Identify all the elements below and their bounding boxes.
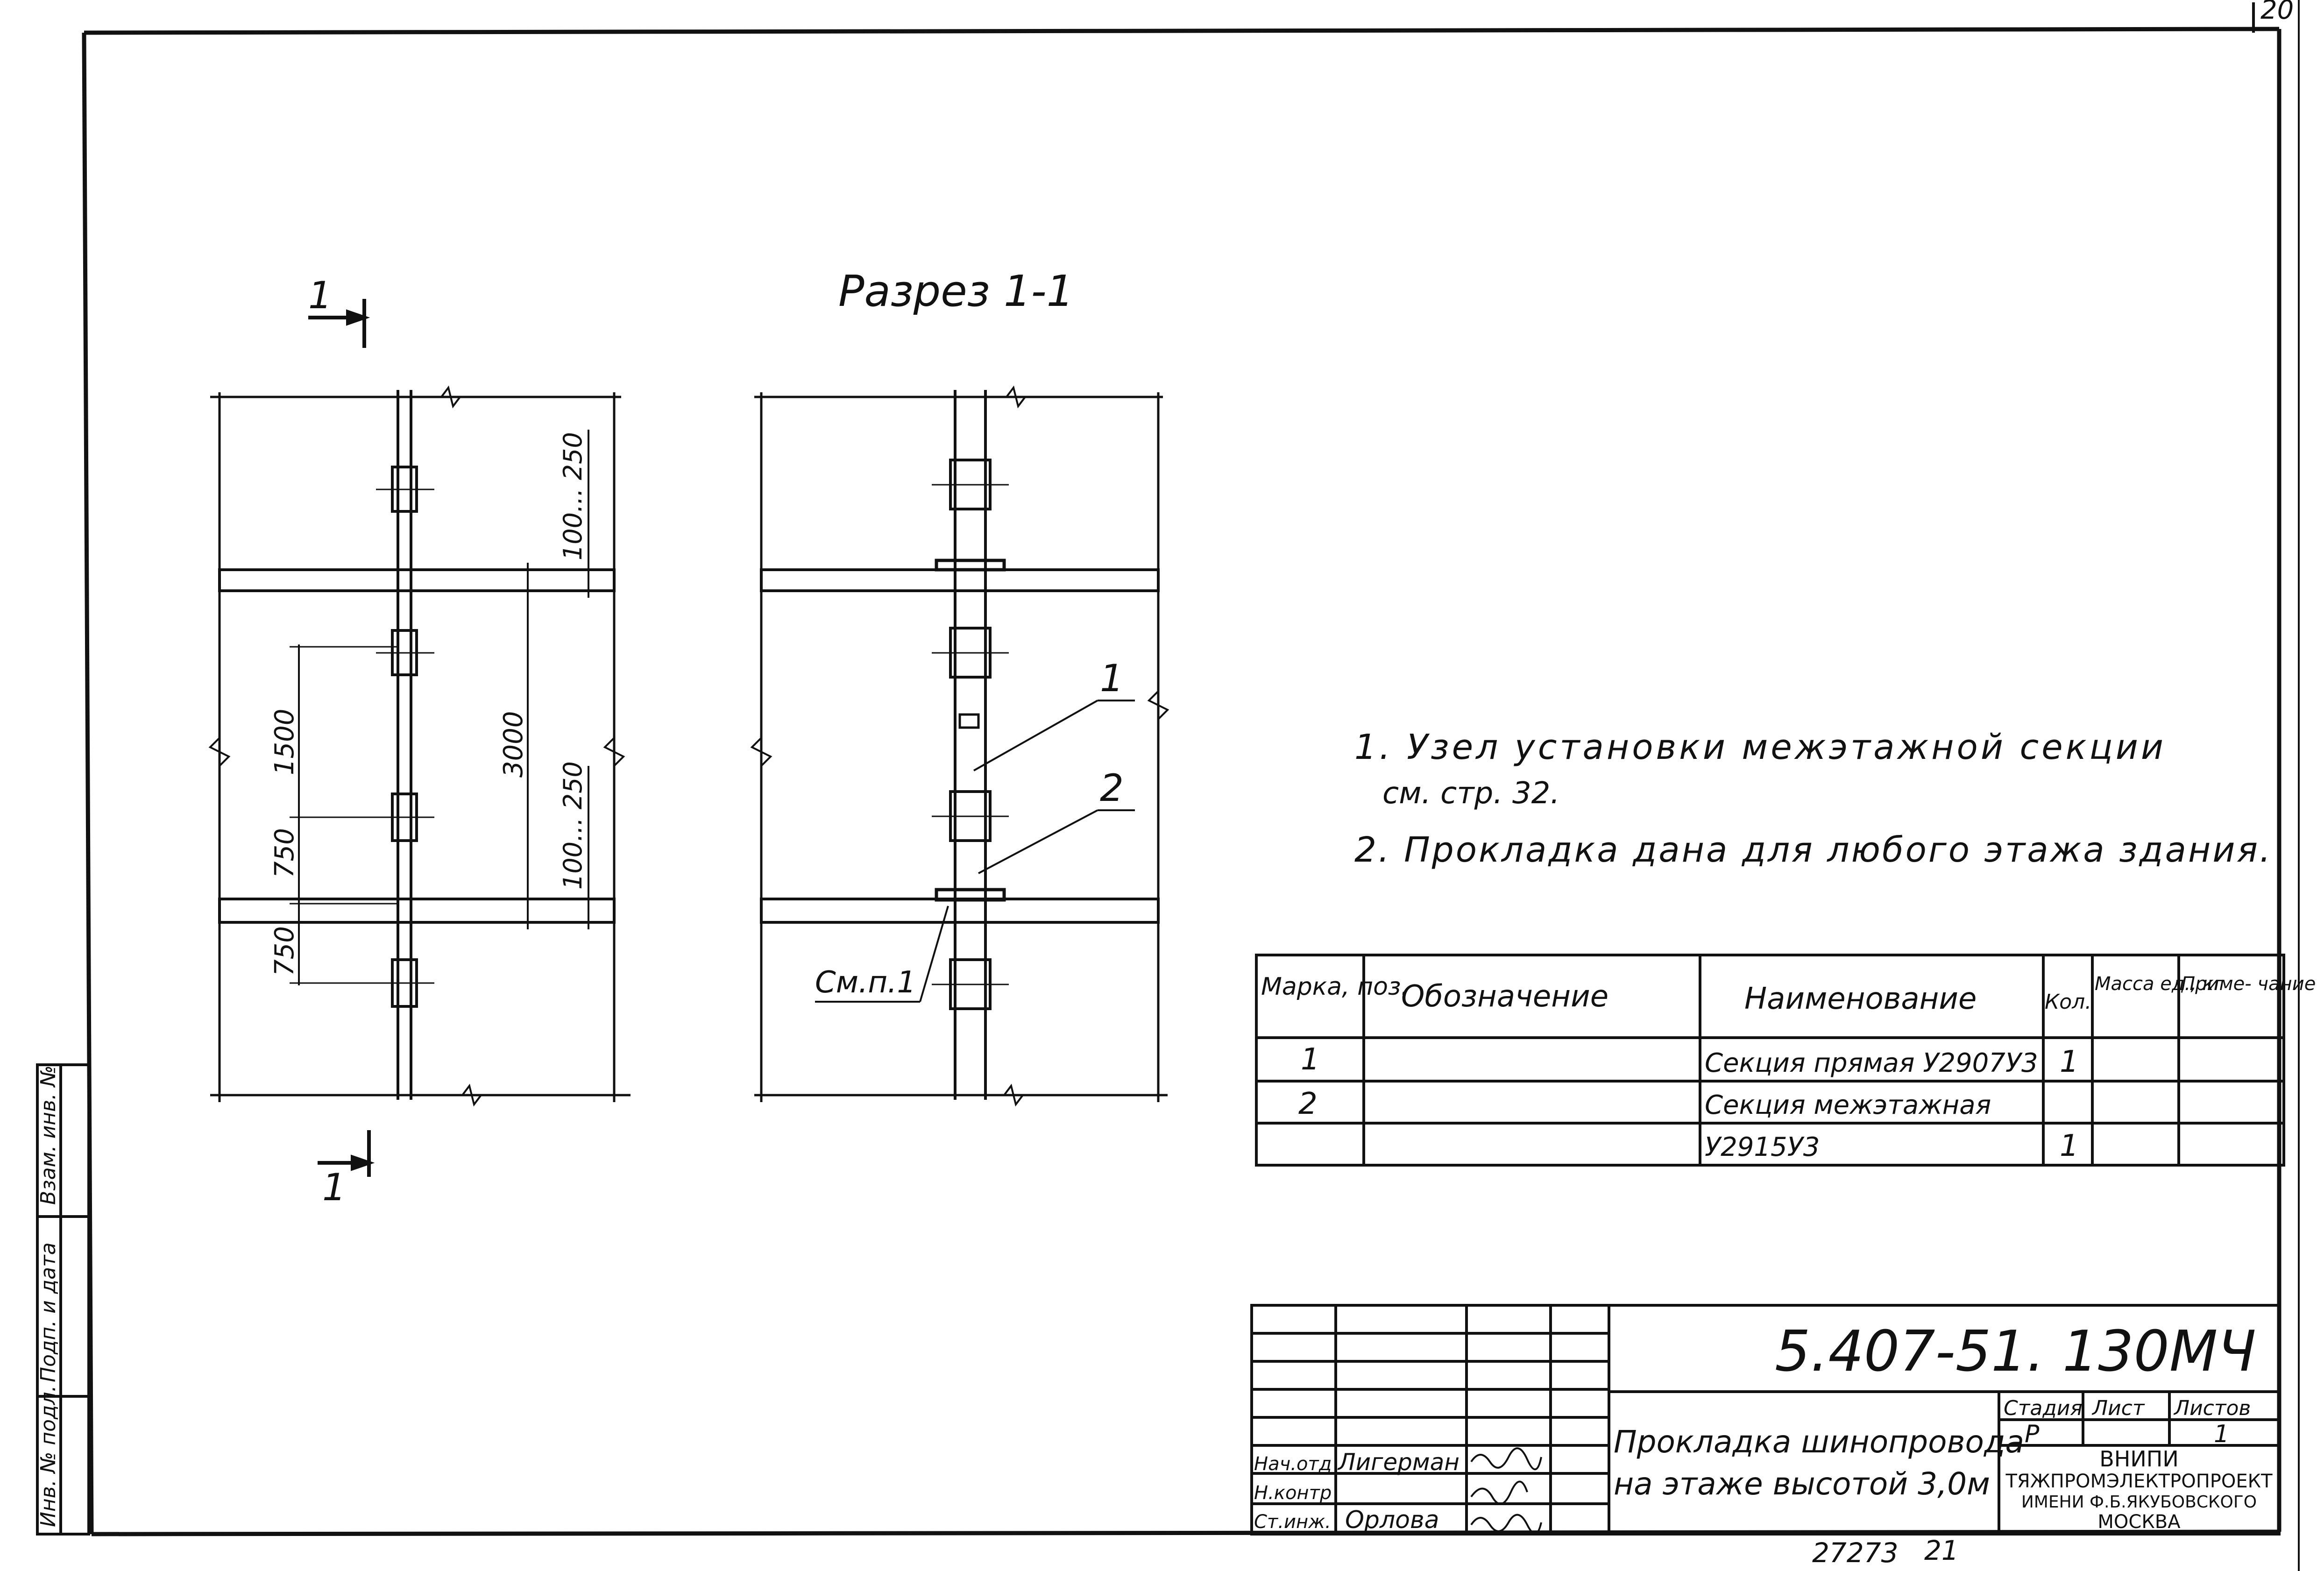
title-block	[1250, 1304, 2281, 1536]
callout-1: 1	[1100, 657, 1124, 700]
section-title: Разрез 1-1	[838, 266, 1074, 316]
sheet-frame	[82, 0, 2300, 1571]
ref-label: См.п.1	[815, 965, 916, 1000]
dim-3000: 3000	[498, 711, 529, 778]
section-marker-top-label: 1	[308, 274, 332, 317]
title-line-1: Прокладка шинопровода	[1614, 1424, 2024, 1460]
row-2-mark: 2	[1298, 1087, 1318, 1121]
stage-label: Стадия	[2004, 1396, 2083, 1420]
row-1-mark: 1	[1301, 1042, 1320, 1077]
signer-name-3: Орлова	[1345, 1506, 1439, 1534]
note-line-3: 2. Прокладка дана для любого этажа здани…	[1354, 830, 2273, 870]
side-stamp-sign: Подп. и дата	[36, 1242, 60, 1382]
dim-1500: 1500	[269, 708, 300, 775]
th-mark: Марка, поз.	[1261, 973, 1409, 1001]
footer-code: 27273	[1812, 1537, 1899, 1569]
th-note: Приме- чание	[2181, 973, 2316, 995]
dim-100-250-bottom: 100... 250	[558, 761, 588, 890]
corner-number: 20	[2260, 0, 2294, 25]
side-stamp	[36, 1063, 90, 1536]
doc-code: 5.407-51. 130МЧ	[1775, 1319, 2256, 1384]
th-mass: Масса ед., кг	[2095, 973, 2224, 995]
note-line-1: 1. Узел установки межэтажной секции	[1354, 727, 2166, 767]
footer-number: 21	[1924, 1535, 1959, 1566]
signer-role-1: Нач.отд	[1254, 1453, 1332, 1475]
section-drawing	[750, 385, 1169, 1107]
signatures	[1470, 1447, 1542, 1535]
row-3-qty: 1	[2060, 1129, 2079, 1163]
signer-name-1: Лигерман	[1337, 1449, 1460, 1476]
spec-table	[1255, 954, 2285, 1167]
signer-role-2: Н.контр	[1254, 1482, 1332, 1504]
note-line-2: см. стр. 32.	[1382, 776, 1560, 811]
section-marker-bottom	[318, 1130, 375, 1177]
org-line-2: ТЯЖПРОМЭЛЕКТРОПРОЕКТ	[2005, 1471, 2273, 1492]
signer-role-3: Ст.инж.	[1254, 1511, 1331, 1533]
section-marker-bottom-label: 1	[322, 1166, 346, 1209]
row-3-name: У2915У3	[1705, 1132, 1820, 1162]
dim-100-250-top: 100... 250	[558, 432, 588, 560]
th-designation: Обозначение	[1401, 979, 1608, 1014]
dim-750-a: 750	[269, 828, 300, 878]
left-elevation	[208, 385, 631, 1107]
section-marker-top	[308, 299, 370, 348]
sheets-label: Листов	[2173, 1396, 2251, 1420]
callout-2: 2	[1100, 766, 1124, 810]
side-stamp-inv: Инв. № подл.	[36, 1385, 60, 1527]
row-2-name: Секция межэтажная	[1705, 1090, 1991, 1120]
sheet-label: Лист	[2091, 1396, 2145, 1420]
dim-750-b: 750	[269, 926, 300, 976]
th-name: Наименование	[1744, 982, 1977, 1016]
row-1-qty: 1	[2060, 1045, 2079, 1079]
org-line-3: ИМЕНИ Ф.Б.ЯКУБОВСКОГО	[2021, 1493, 2257, 1512]
stage-value: Р	[2025, 1420, 2040, 1448]
side-stamp-replace: Взам. инв. №	[36, 1065, 60, 1205]
org-line-4: МОСКВА	[2097, 1511, 2181, 1533]
org-line-1: ВНИПИ	[2099, 1446, 2179, 1472]
th-qty: Кол.	[2045, 990, 2091, 1014]
sheets-value: 1	[2214, 1420, 2229, 1448]
title-line-2: на этаже высотой 3,0м	[1614, 1466, 1990, 1502]
row-1-name: Секция прямая У2907У3	[1705, 1048, 2038, 1078]
